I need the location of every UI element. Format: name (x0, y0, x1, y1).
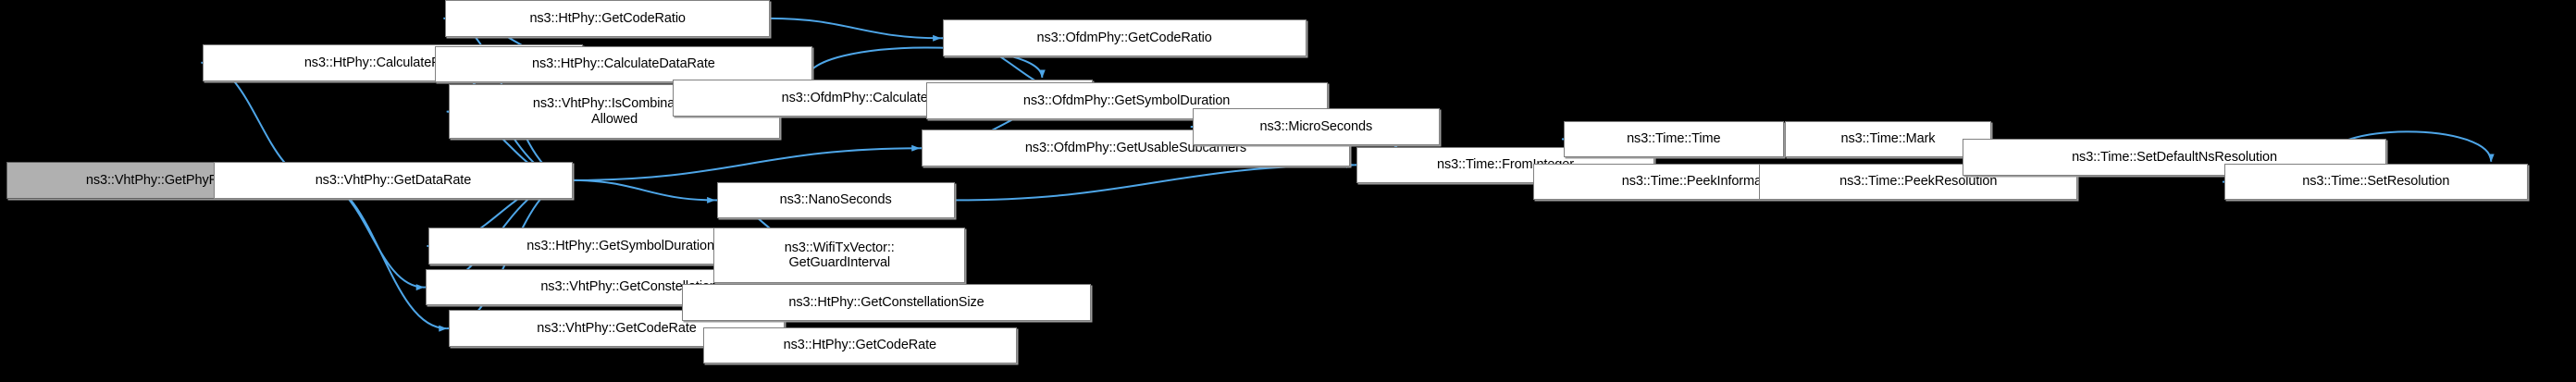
graph-node-label: ns3::MicroSeconds (1259, 118, 1373, 134)
graph-node-microseconds[interactable]: ns3::MicroSeconds (1192, 108, 1440, 145)
graph-node-label: ns3::OfdmPhy::GetCodeRatio (1036, 31, 1212, 46)
edge-nanoseconds-to-time_frominteger (954, 161, 1356, 202)
graph-node-nanoseconds[interactable]: ns3::NanoSeconds (716, 181, 955, 219)
edge-ht_getcoderatio-to-ofdm_getcoderatio (769, 17, 942, 42)
graph-node-time_mark[interactable]: ns3::Time::Mark (1785, 120, 1991, 158)
graph-node-ofdm_getcoderatio[interactable]: ns3::OfdmPhy::GetCodeRatio (942, 19, 1307, 57)
graph-node-wifitxvector_gi[interactable]: ns3::WifiTxVector:: GetGuardInterval (713, 228, 966, 283)
graph-node-label: ns3::HtPhy::GetCodeRate (783, 338, 937, 353)
graph-node-label: ns3::NanoSeconds (779, 192, 892, 208)
graph-node-label: ns3::Time::SetResolution (2302, 174, 2450, 190)
graph-node-label: ns3::Time::PeekInformation (1621, 174, 1783, 190)
edge-vht_getphyrate-to-vht_getcoderate (316, 179, 448, 332)
graph-node-label: ns3::HtPhy::GetSymbolDuration (526, 238, 714, 253)
edge-vht_getdatarate-to-nanoseconds (573, 179, 716, 203)
graph-node-label: ns3::WifiTxVector:: GetGuardInterval (784, 240, 895, 270)
graph-node-ht_getcoderate[interactable]: ns3::HtPhy::GetCodeRate (702, 327, 1017, 364)
graph-node-ht_getconstsize[interactable]: ns3::HtPhy::GetConstellationSize (681, 284, 1092, 321)
graph-node-label: ns3::OfdmPhy::GetSymbolDuration (1022, 92, 1231, 108)
graph-node-ht_getcoderatio[interactable]: ns3::HtPhy::GetCodeRatio (445, 0, 770, 37)
graph-node-label: ns3::VhtPhy::GetDataRate (315, 172, 472, 188)
graph-node-label: ns3::VhtPhy::GetCodeRate (537, 321, 697, 337)
graph-node-time_time[interactable]: ns3::Time::Time (1564, 120, 1784, 158)
graph-node-label: ns3::Time::Mark (1840, 131, 1936, 147)
graph-node-label: ns3::Time::PeekResolution (1839, 174, 1998, 190)
graph-node-vht_getdatarate[interactable]: ns3::VhtPhy::GetDataRate (213, 162, 574, 199)
graph-node-label: ns3::OfdmPhy::GetUsableSubcarriers (1024, 141, 1246, 156)
graph-node-label: ns3::Time::Time (1627, 131, 1721, 147)
graph-node-ht_calcdatarate[interactable]: ns3::HtPhy::CalculateDataRate (435, 45, 812, 83)
graph-node-label: ns3::VhtPhy::IsCombination Allowed (532, 96, 697, 127)
graph-node-label: ns3::VhtPhy::GetPhyRate (85, 172, 237, 188)
graph-node-label: ns3::HtPhy::GetCodeRatio (529, 10, 686, 26)
graph-node-label: ns3::HtPhy::GetConstellationSize (788, 294, 985, 310)
graph-node-label: ns3::Time::SetDefaultNsResolution (2072, 150, 2277, 166)
graph-node-label: ns3::HtPhy::CalculateDataRate (531, 56, 715, 72)
graph-node-time_setresolution[interactable]: ns3::Time::SetResolution (2224, 163, 2528, 201)
edge-vht_getdatarate-to-ofdm_getusablesub (573, 144, 921, 181)
